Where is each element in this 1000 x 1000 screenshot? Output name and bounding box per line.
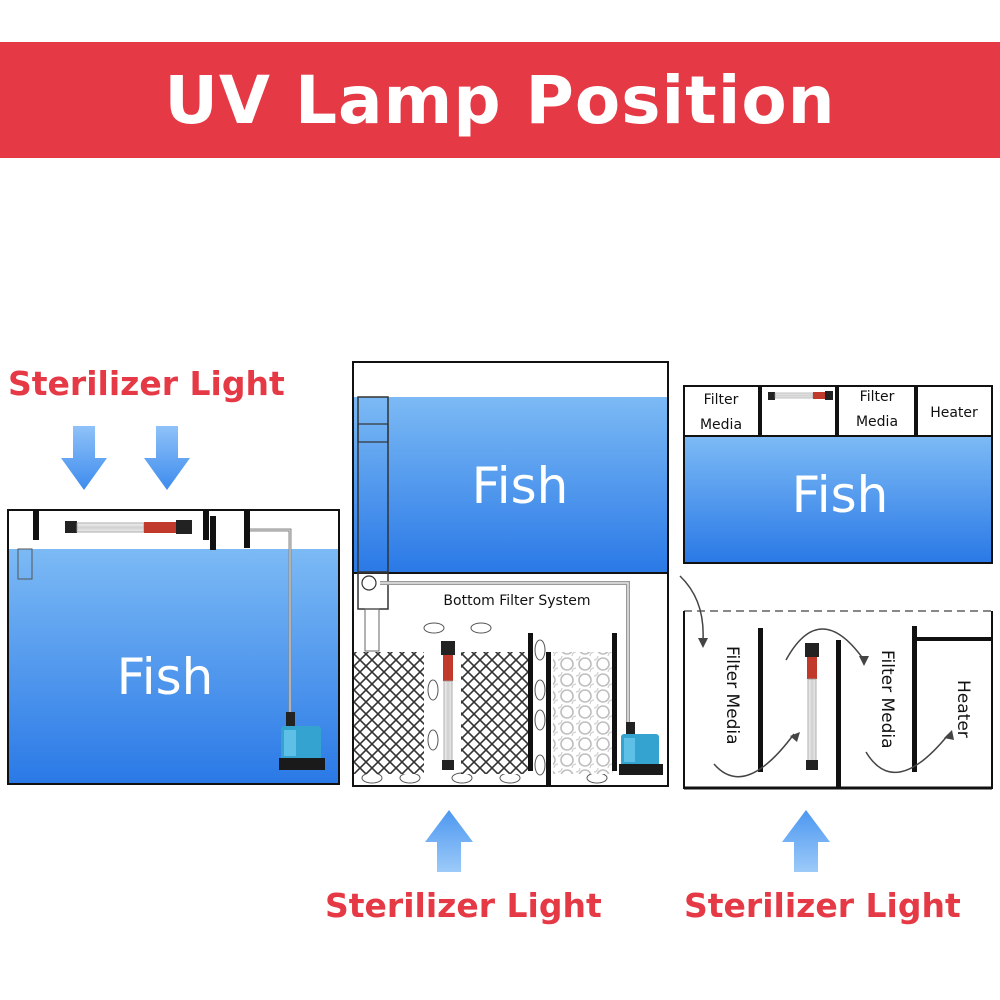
sump-label-filter-media-1: Filter Media <box>722 646 742 745</box>
up-arrow-icon <box>425 810 473 872</box>
middle-tank-fish-label: Fish <box>471 457 569 515</box>
title-banner: UV Lamp Position <box>0 42 1000 158</box>
down-arrow-icon <box>144 426 190 490</box>
uv-lamp-icon <box>441 641 455 770</box>
sump-label-heater: Heater <box>953 680 973 738</box>
caption-left-sterilizer-light: Sterilizer Light <box>8 364 285 403</box>
caption-right-sterilizer-light: Sterilizer Light <box>684 886 961 925</box>
top-chamber-label-filter-media-2: Filter Media <box>855 389 899 430</box>
uv-lamp-icon <box>65 520 192 534</box>
up-arrow-icon <box>782 810 830 872</box>
caption-middle-sterilizer-light: Sterilizer Light <box>325 886 602 925</box>
right-tank <box>679 385 993 872</box>
top-chamber-label-filter-media-1: Filter Media <box>699 392 743 433</box>
middle-tank <box>352 361 669 872</box>
left-tank-fish-label: Fish <box>116 648 214 706</box>
water <box>685 437 991 562</box>
submersible-pump-icon <box>619 722 663 775</box>
bottom-filter-system-label: Bottom Filter System <box>443 593 591 609</box>
left-tank <box>7 426 340 785</box>
down-arrow-icon <box>61 426 107 490</box>
uv-lamp-icon <box>768 391 833 400</box>
submersible-pump-icon <box>279 712 325 770</box>
water <box>354 397 667 572</box>
right-tank-fish-label: Fish <box>791 466 889 524</box>
page-title: UV Lamp Position <box>164 61 836 139</box>
top-chamber-label-heater: Heater <box>930 405 978 421</box>
sump-label-filter-media-2: Filter Media <box>877 650 897 749</box>
uv-lamp-icon <box>805 643 819 770</box>
